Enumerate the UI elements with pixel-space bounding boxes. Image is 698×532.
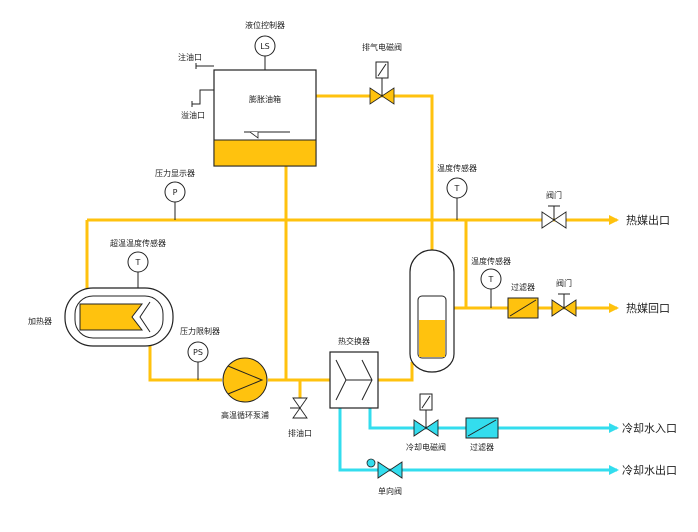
exchanger-coil-icon [335, 359, 373, 401]
outlet-valve-label: 阀门 [546, 190, 562, 200]
buffer-vessel [409, 249, 455, 373]
cooling-water-pipes [338, 408, 619, 475]
medium-return-label: 热媒回口 [626, 302, 670, 315]
heat-exchanger: 热交换器 [329, 336, 379, 409]
cooling-water-inlet-label: 冷却水入口 [622, 422, 677, 435]
level-controller-label: 液位控制器 [245, 20, 285, 30]
overtemp-sensor-label: 超温温度传感器 [110, 238, 166, 248]
pressure-limiter-label: 压力限制器 [180, 326, 220, 336]
level-marker-icon [249, 131, 259, 139]
exhaust-solenoid-valve: 排气电磁阀 [362, 42, 402, 105]
check-valve-label: 单向阀 [378, 486, 402, 496]
pressure-limiter-symbol: PS [193, 348, 203, 357]
oil-filling-port-label: 注油口 [178, 52, 202, 62]
overflow-port-label: 溢油口 [181, 110, 205, 120]
cooling-solenoid-valve-label: 冷却电磁阀 [406, 442, 446, 452]
temp-sensor-mid-symbol: T [488, 275, 494, 284]
expansion-tank: 膨胀油箱 [213, 69, 317, 167]
return-filter-label: 过滤器 [511, 282, 535, 292]
temp-sensor-mid: T 温度传感器 [471, 256, 511, 290]
return-filter: 过滤器 [507, 282, 539, 319]
heater: 加热器 [28, 287, 174, 347]
filter-mesh-icon-2 [467, 419, 497, 437]
cooling-filter-label: 过滤器 [470, 442, 494, 452]
overtemp-sensor-symbol: T [135, 258, 141, 267]
heating-element-icon [79, 303, 144, 331]
cooling-outlet-pipe [338, 408, 605, 472]
overtemp-sensor: T 超温温度传感器 [110, 238, 166, 273]
drain-port-label: 排油口 [288, 428, 312, 438]
pressure-display-symbol: P [173, 188, 178, 197]
pump-impeller-icon [227, 365, 264, 395]
exchanger-to-vessel-pipe [378, 362, 414, 382]
return-valve: 阀门 [551, 278, 577, 317]
return-valve-label: 阀门 [556, 278, 572, 288]
medium-outlet-label: 热媒出口 [626, 213, 670, 227]
outlet-valve: 阀门 [541, 190, 567, 229]
cooling-water-outlet-label: 冷却水出口 [622, 463, 677, 477]
heat-exchanger-label: 热交换器 [338, 336, 370, 346]
pressure-display: P 压力显示器 [155, 168, 195, 203]
level-controller: LS 液位控制器 [245, 20, 285, 57]
heater-label: 加热器 [28, 316, 52, 326]
hot-oil-pipes [85, 56, 619, 398]
pump-label: 高温循环泵浦 [221, 410, 269, 420]
oil-filling-port: 注油口 [178, 52, 214, 69]
overflow-port: 溢油口 [181, 89, 214, 120]
drain-valve: 排油口 [288, 397, 312, 438]
check-valve: 单向阀 [366, 458, 403, 496]
level-controller-symbol: LS [260, 42, 270, 51]
cooling-solenoid-valve: 冷却电磁阀 [406, 393, 446, 452]
pressure-display-label: 压力显示器 [155, 168, 195, 178]
cooling-inlet-pipe [368, 408, 605, 430]
temp-sensor-top-symbol: T [454, 184, 460, 193]
filter-mesh-icon [509, 299, 537, 317]
temp-sensor-top-label: 温度传感器 [437, 163, 477, 173]
temp-sensor-mid-label: 温度传感器 [471, 256, 511, 266]
temp-sensor-top: T 温度传感器 [437, 163, 477, 199]
cooling-filter: 过滤器 [465, 417, 499, 452]
pressure-limiter: PS 压力限制器 [180, 326, 220, 363]
vessel-oil-level [419, 320, 445, 357]
tank-oil-level [213, 139, 317, 167]
exhaust-pipe [316, 94, 434, 220]
pump: 高温循环泵浦 [221, 357, 269, 420]
exhaust-solenoid-valve-label: 排气电磁阀 [362, 42, 402, 52]
expansion-tank-label: 膨胀油箱 [249, 94, 281, 104]
